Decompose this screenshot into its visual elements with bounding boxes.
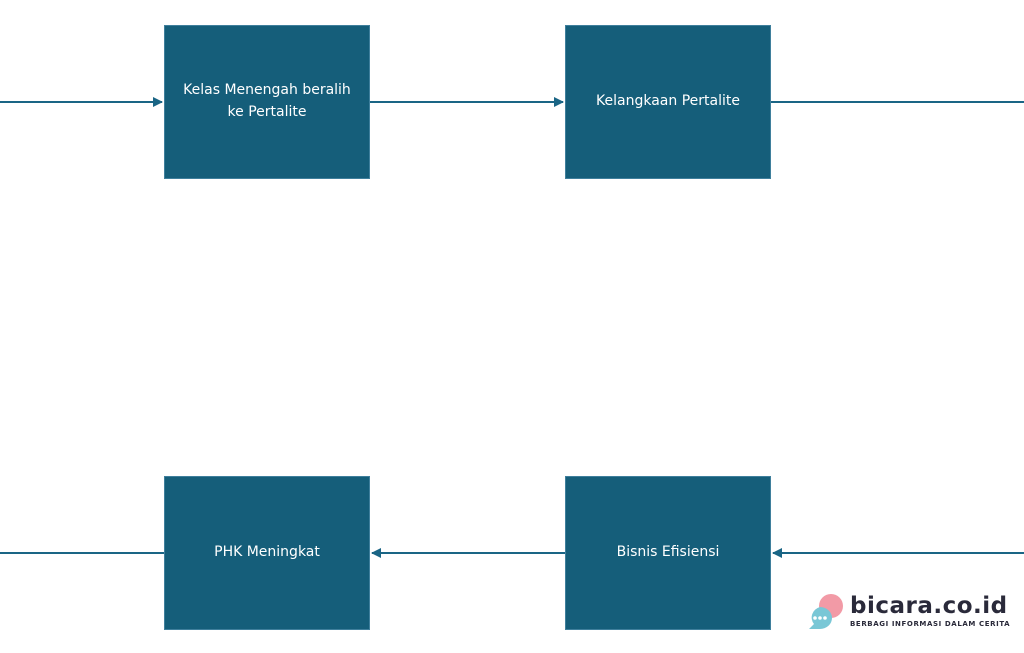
node-kelas-menengah: Kelas Menengah beralih ke Pertalite — [164, 25, 370, 179]
node-phk-meningkat: PHK Meningkat — [164, 476, 370, 630]
chat-bubbles-icon — [809, 594, 843, 629]
node-label: Kelangkaan Pertalite — [596, 93, 740, 110]
brand-watermark: bicara.co.id BERBAGI INFORMASI DALAM CER… — [806, 592, 1016, 634]
node-bisnis-efisiensi: Bisnis Efisiensi — [565, 476, 771, 630]
node-kelangkaan-pertalite: Kelangkaan Pertalite — [565, 25, 771, 179]
brand-name: bicara.co.id — [850, 593, 1008, 619]
brand-tagline: BERBAGI INFORMASI DALAM CERITA — [850, 620, 1011, 628]
node-label: Kelas Menengah beralih ke Pertalite — [183, 82, 351, 120]
node-label: Bisnis Efisiensi — [616, 544, 720, 561]
node-label: PHK Meningkat — [214, 544, 320, 561]
